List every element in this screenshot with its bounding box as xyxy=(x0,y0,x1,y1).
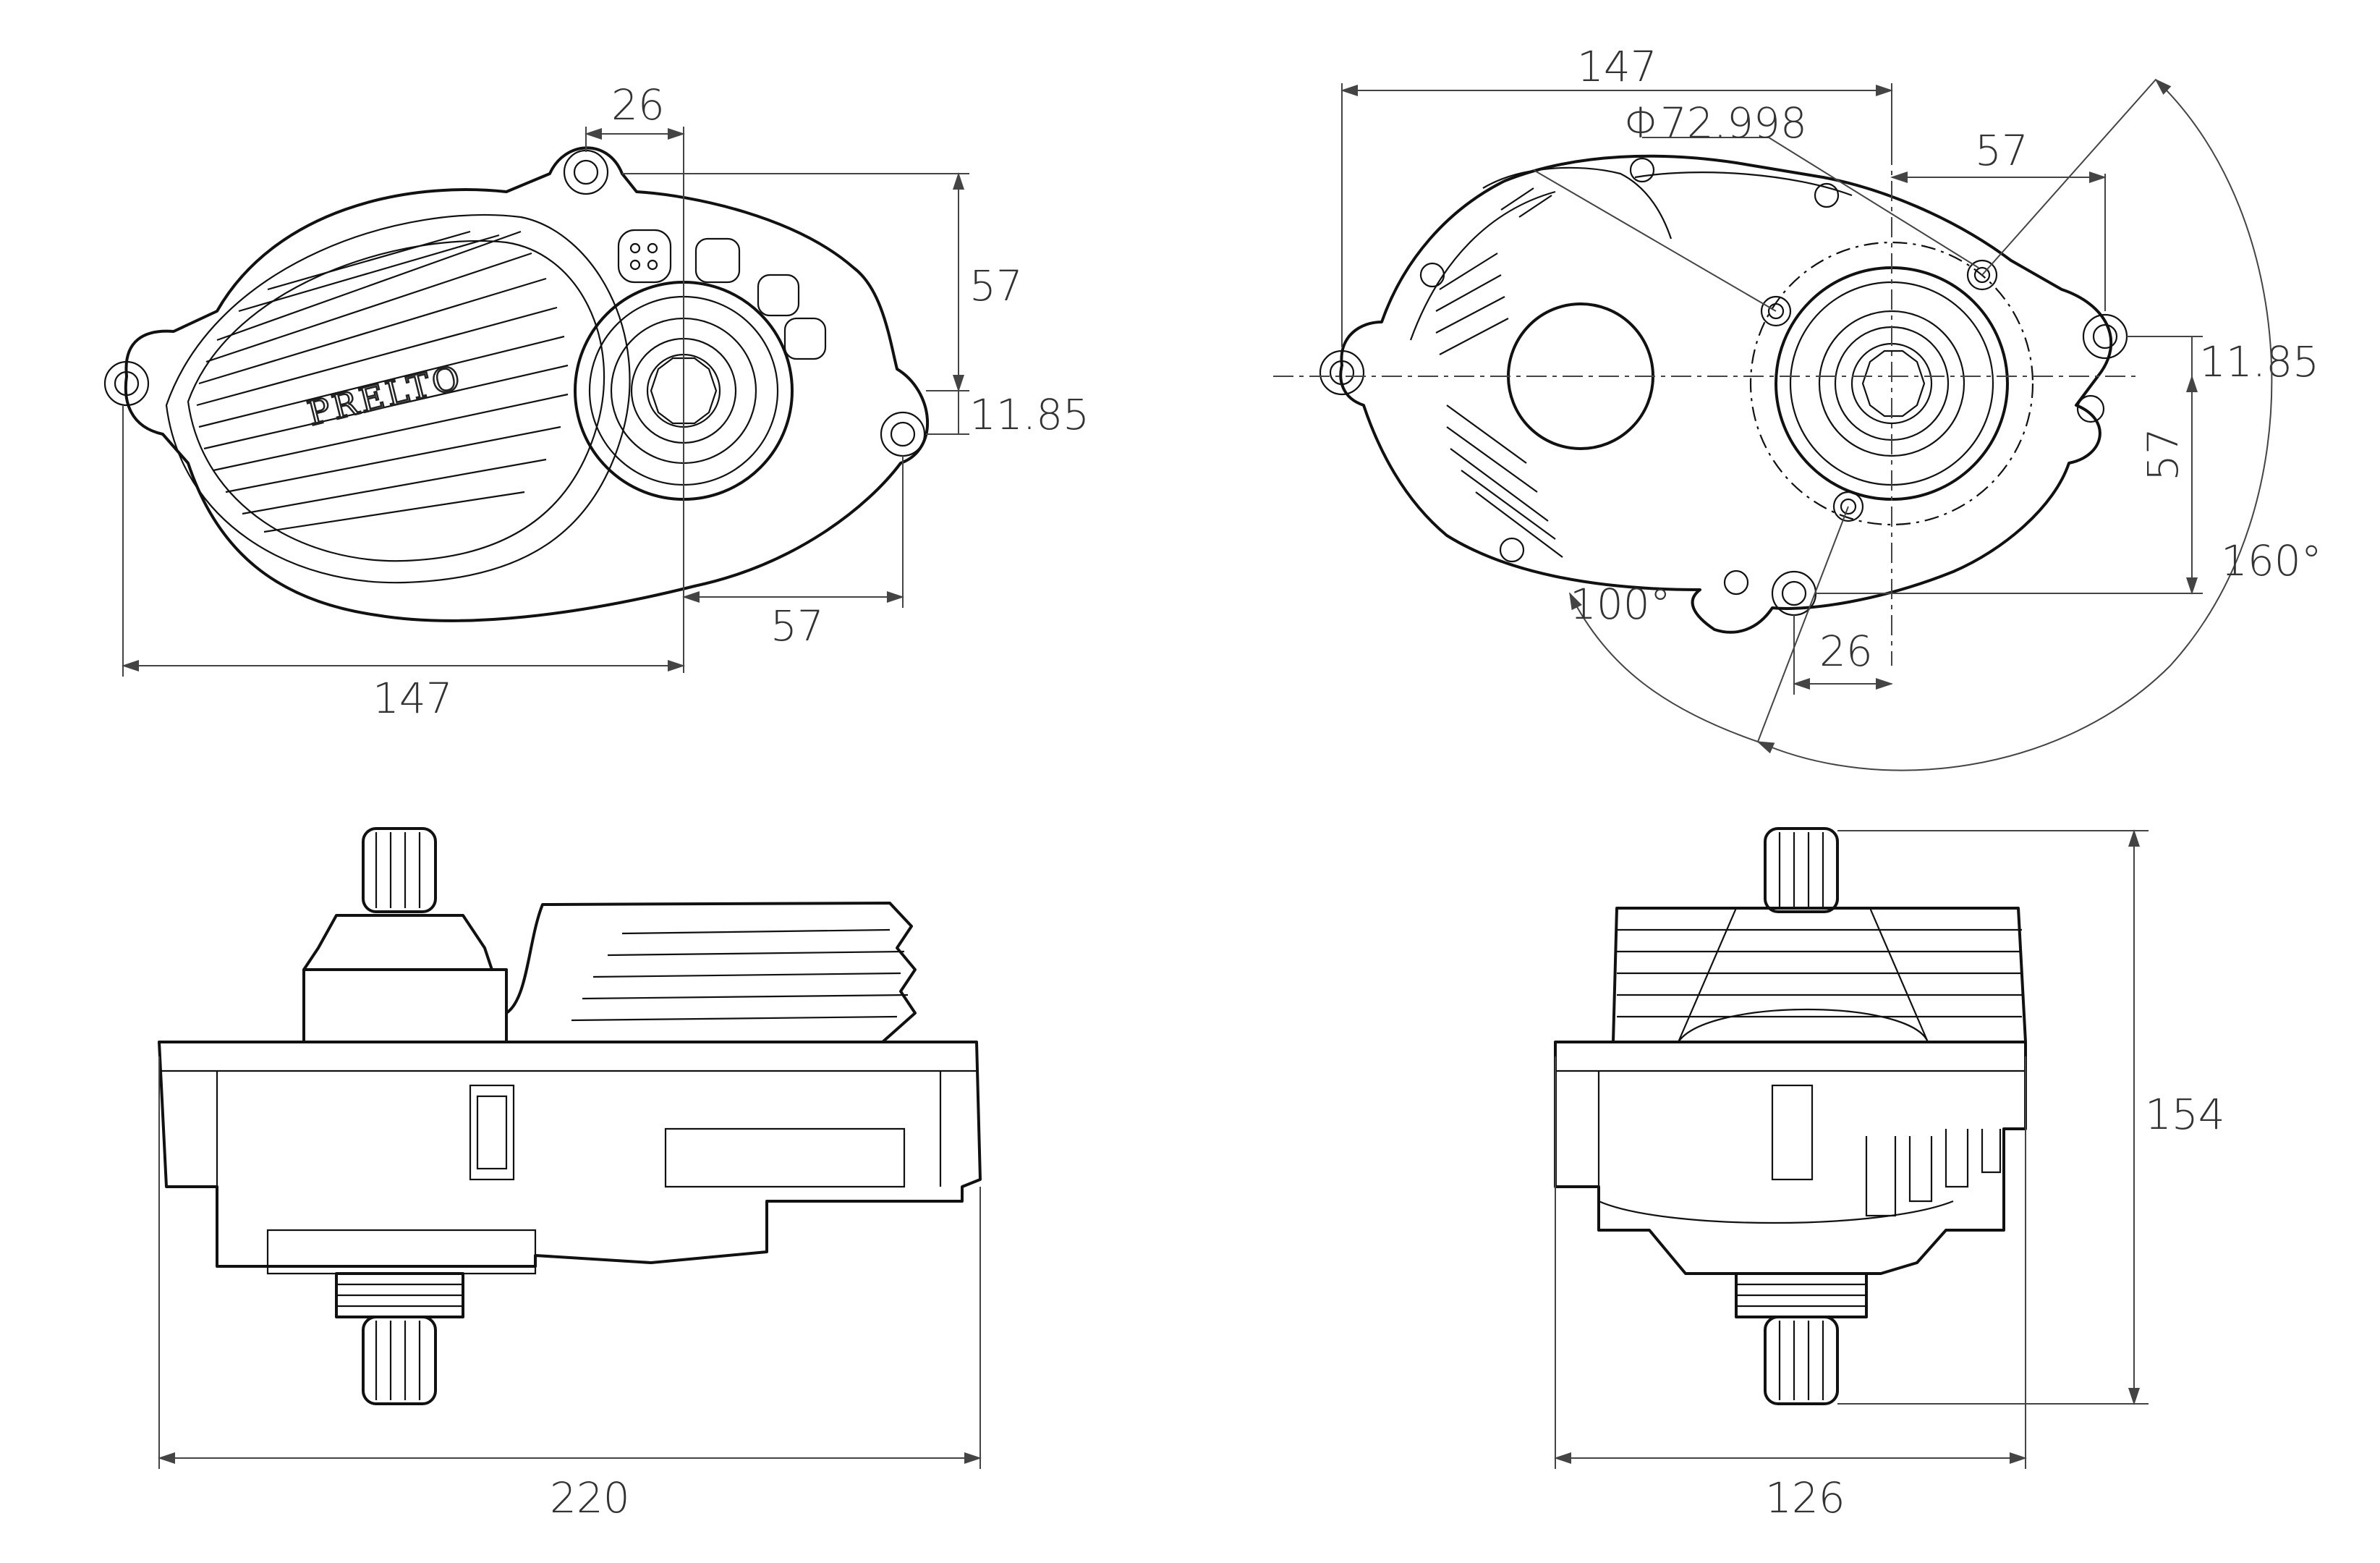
dim-tr-angle-small: 100° xyxy=(1570,580,1671,629)
mount-hole-right xyxy=(880,411,926,457)
mount-hole-top-inner xyxy=(573,159,599,185)
motor-body-outline xyxy=(124,146,930,622)
bearing-housing-top-left xyxy=(302,914,493,971)
spindle-top-right xyxy=(1764,827,1839,913)
view-top-left: PRELTO 26 5 xyxy=(103,80,1089,723)
dim-bl-overall-width: 220 xyxy=(550,1473,630,1522)
mount-hole-left-inner xyxy=(114,370,140,397)
dimensions-bottom-left: 220 xyxy=(158,1056,982,1522)
cable-guides-front xyxy=(1865,1129,2002,1217)
dim-tl-overall-width: 147 xyxy=(373,674,453,723)
dim-tr-diameter: Φ72.998 xyxy=(1624,98,1807,148)
dim-br-overall-height: 154 xyxy=(2145,1090,2225,1139)
spindle-bottom-left xyxy=(362,1316,437,1405)
dim-tr-bottom-offset: 26 xyxy=(1819,627,1873,676)
dim-tr-right-offset: 11.85 xyxy=(2199,337,2319,386)
housing-side-body xyxy=(158,1041,982,1268)
connector-ports xyxy=(617,229,827,360)
chainring-spline xyxy=(335,1272,464,1318)
dim-tr-angle-large: 160° xyxy=(2221,536,2322,585)
mount-hole-top xyxy=(563,149,609,195)
dim-br-overall-width: 126 xyxy=(1765,1473,1845,1522)
housing-front-body xyxy=(1554,1041,2027,1275)
housing-outline xyxy=(1339,154,2113,634)
chainring-spline-front xyxy=(1735,1272,1868,1318)
mount-hole-right-inner xyxy=(890,421,916,447)
cover-fins xyxy=(196,230,569,533)
dim-tl-right-height: 57 xyxy=(969,261,1023,310)
fins-side xyxy=(571,928,909,1022)
view-top-right: 147 Φ72.998 57 11.85 57 26 160° 100° xyxy=(1273,42,2322,771)
dimensions-bottom-right: 126 154 xyxy=(1554,829,2225,1522)
spindle-top-left xyxy=(362,827,437,913)
mount-hole-tr-left xyxy=(1319,350,1365,396)
port-front xyxy=(1771,1084,1814,1181)
dim-tl-top-offset: 26 xyxy=(611,80,665,130)
fin-block-front xyxy=(1612,907,2027,1043)
dim-tr-overall-width: 147 xyxy=(1577,42,1657,91)
dim-tr-top-offset: 57 xyxy=(1975,126,2028,175)
dim-tr-right-height: 57 xyxy=(2138,428,2188,481)
view-bottom-left: 220 xyxy=(158,827,982,1522)
view-bottom-right: 126 154 xyxy=(1554,827,2225,1522)
mount-hole-left xyxy=(103,360,150,407)
fin-block-side xyxy=(505,902,917,1043)
spindle-bottom-right xyxy=(1764,1316,1839,1405)
dimensions-top-left: 26 57 11.85 57 147 xyxy=(122,80,1089,723)
dimensions-top-right: 147 Φ72.998 57 11.85 57 26 160° 100° xyxy=(1340,42,2322,771)
dim-tl-bottom-offset: 57 xyxy=(770,601,824,651)
port-side xyxy=(469,1084,515,1181)
dim-tl-right-offset: 11.85 xyxy=(969,390,1089,439)
fins-front xyxy=(1617,907,2022,1043)
housing-fins xyxy=(1435,187,1563,558)
